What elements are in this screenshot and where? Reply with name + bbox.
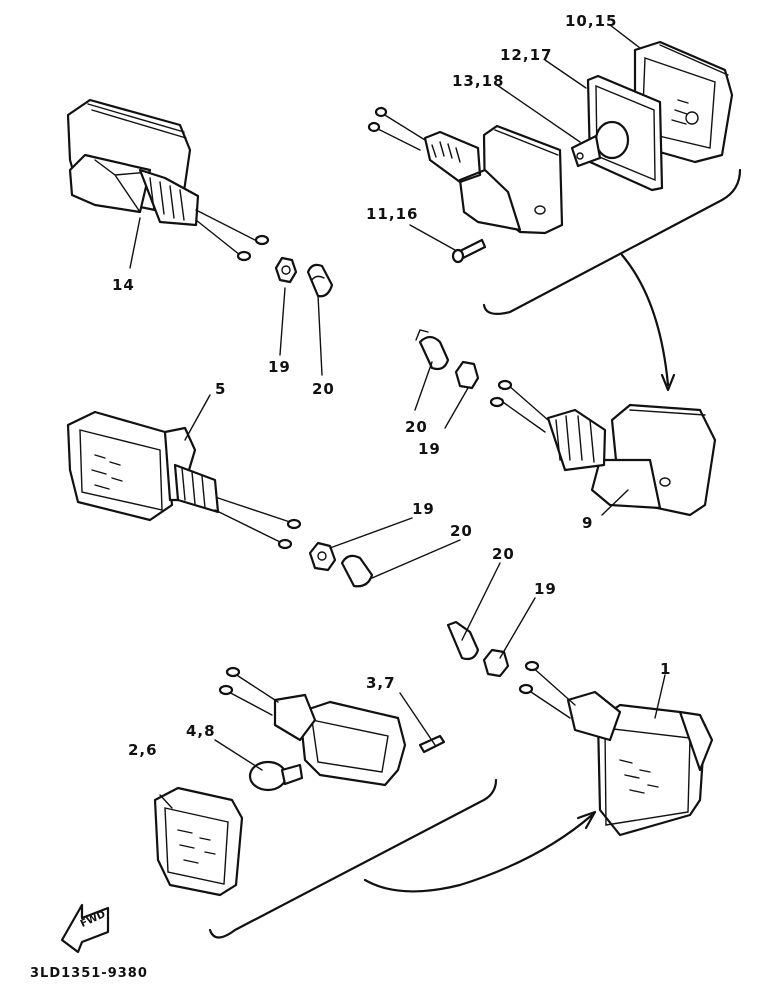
callout-3-7: 3,7 — [366, 674, 396, 692]
flasher-9 — [489, 379, 717, 517]
washer-20-middle — [415, 329, 450, 371]
screw-3-7 — [418, 734, 446, 754]
callout-19-middle: 19 — [418, 440, 441, 458]
callout-19-left: 19 — [412, 500, 435, 518]
leader-lines — [129, 24, 666, 809]
nut-19-upper — [274, 256, 298, 284]
callout-20-middle: 20 — [405, 418, 428, 436]
callout-20-upper: 20 — [312, 380, 335, 398]
callout-13-18: 13,18 — [452, 72, 505, 90]
callout-20-lower-right: 20 — [492, 545, 515, 563]
nut-19-left — [308, 541, 337, 572]
washer-20-upper — [306, 263, 334, 298]
assembly-arrow-lower — [363, 813, 594, 893]
callout-4-8: 4,8 — [186, 722, 216, 740]
callout-9: 9 — [582, 514, 594, 532]
flasher-body-upper-right — [367, 106, 564, 235]
bulb-13-18 — [570, 120, 630, 168]
group-bracket-upper — [482, 168, 742, 315]
bulb-4-8 — [248, 760, 304, 792]
nut-19-middle — [454, 360, 480, 390]
callout-12-17: 12,17 — [500, 46, 553, 64]
flasher-5 — [66, 410, 302, 550]
callout-20-left: 20 — [450, 522, 473, 540]
callout-10-15: 10,15 — [565, 12, 618, 30]
callout-2-6: 2,6 — [128, 741, 158, 759]
flasher-lens-2-6 — [153, 786, 244, 897]
screw-11-16 — [451, 238, 487, 264]
callout-14: 14 — [112, 276, 135, 294]
callout-11-16: 11,16 — [366, 205, 419, 223]
group-bracket-lower — [208, 778, 498, 939]
washer-20-lower-right — [446, 620, 480, 661]
forward-direction-arrow — [60, 903, 110, 954]
callout-19-upper: 19 — [268, 358, 291, 376]
assembly-arrow-upper — [620, 253, 670, 387]
callout-1: 1 — [660, 660, 672, 678]
nut-19-lower-right — [482, 648, 510, 678]
diagram-reference-code: 3LD1351-9380 — [30, 966, 148, 981]
washer-20-left — [340, 554, 374, 588]
flasher-housing-lower — [218, 666, 407, 787]
flasher-1 — [518, 660, 714, 837]
callout-19-lower-right: 19 — [534, 580, 557, 598]
flasher-14 — [66, 98, 270, 262]
callout-5: 5 — [215, 380, 227, 398]
